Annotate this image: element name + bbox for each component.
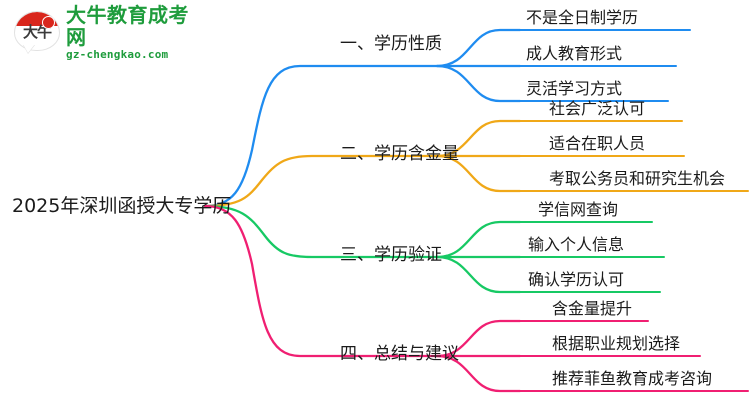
leaf-label-1-2[interactable]: 成人教育形式 — [526, 44, 623, 63]
leaf-label-1-1[interactable]: 不是全日制学历 — [526, 8, 639, 27]
leaf-label-3-1[interactable]: 学信网查询 — [538, 200, 619, 219]
leaf-label-4-1[interactable]: 含金量提升 — [552, 299, 633, 318]
leaf-label-3-2[interactable]: 输入个人信息 — [528, 235, 625, 254]
branch-line-2 — [203, 119, 522, 208]
branch-underlines-1 — [519, 29, 691, 102]
logo-title: 大牛教育成考网 — [66, 2, 189, 49]
leaf-label-2-2[interactable]: 适合在职人员 — [549, 134, 646, 153]
leaf-label-4-3[interactable]: 推荐菲鱼教育成考咨询 — [552, 369, 713, 388]
logo-dot-icon — [42, 16, 55, 29]
branch-line-4 — [203, 204, 522, 393]
root-node-label[interactable]: 2025年深圳函授大专学历 — [12, 195, 232, 217]
branch-label-3[interactable]: 三、学历验证 — [340, 245, 442, 265]
branch-line-3 — [203, 204, 522, 294]
branch-label-2[interactable]: 二、学历含金量 — [340, 144, 459, 164]
leaf-label-1-3[interactable]: 灵活学习方式 — [526, 79, 623, 98]
leaf-label-2-3[interactable]: 考取公务员和研究生机会 — [549, 169, 726, 188]
leaf-label-3-3[interactable]: 确认学历认可 — [528, 270, 625, 289]
leaf-label-4-2[interactable]: 根据职业规划选择 — [552, 334, 681, 353]
branch-underlines-4 — [519, 320, 749, 392]
branch-underlines-2 — [519, 120, 749, 192]
site-logo: 大牛 大牛教育成考网 gz-chengkao.com — [14, 4, 194, 61]
logo-tail-icon — [23, 44, 35, 53]
logo-bubble-icon: 大牛 — [14, 11, 60, 53]
branch-label-1[interactable]: 一、学历性质 — [340, 34, 442, 54]
branch-label-4[interactable]: 四、总结与建议 — [340, 344, 459, 364]
logo-domain: gz-chengkao.com — [66, 47, 169, 61]
leaf-label-2-1[interactable]: 社会广泛认可 — [549, 99, 646, 118]
branch-underlines-3 — [519, 221, 665, 293]
branch-line-1 — [203, 28, 522, 208]
